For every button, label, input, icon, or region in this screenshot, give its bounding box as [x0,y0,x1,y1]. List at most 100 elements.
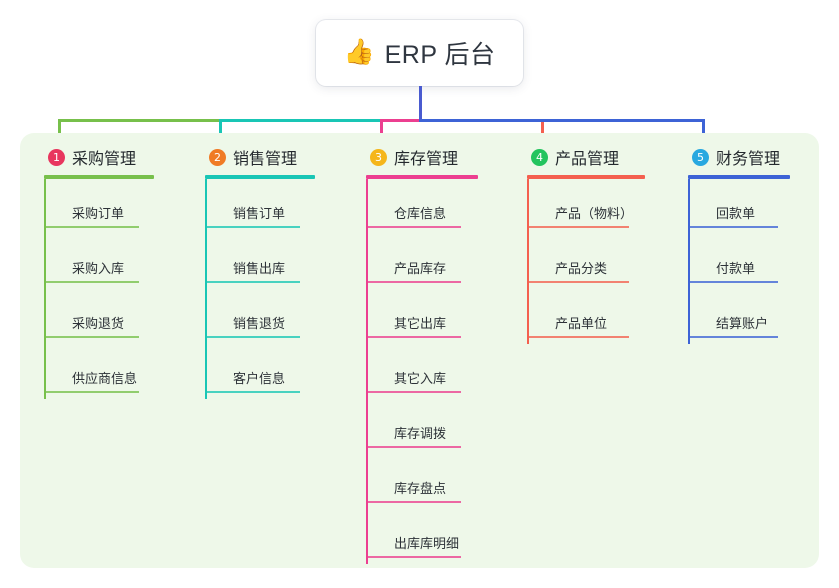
branch-item-label: 回款单 [716,206,756,221]
branch-item-rule [44,391,139,393]
branch-spine [688,179,690,344]
branches-panel [20,133,819,568]
branch-item[interactable]: 供应商信息 [44,344,154,399]
branch-item-rule [688,226,778,228]
branch-items-3: 仓库信息产品库存其它出库其它入库库存调拨库存盘点出库库明细 [366,179,478,564]
branch-item-label: 付款单 [716,261,756,276]
branch-item[interactable]: 付款单 [688,234,790,289]
branch-drop-4 [541,119,544,144]
branch-item[interactable]: 产品单位 [527,289,645,344]
branch-item-rule [366,336,461,338]
branch-item-rule [366,501,461,503]
branch-item-label: 其它入库 [394,371,447,386]
branch-item[interactable]: 销售出库 [205,234,315,289]
branch-header-1[interactable]: 1 采购管理 [44,144,154,170]
branch-item-rule [366,281,461,283]
branch-item[interactable]: 产品（物料） [527,179,645,234]
branch-header-5[interactable]: 5 财务管理 [688,144,790,170]
branch-item-rule [205,281,300,283]
branch-number-badge: 4 [531,148,548,166]
branch-items-4: 产品（物料） 产品分类产品单位 [527,179,645,344]
branch-title: 财务管理 [716,151,781,168]
branch-spine [366,179,368,564]
branch-title: 产品管理 [555,151,620,168]
branch-item[interactable]: 采购入库 [44,234,154,289]
branch-item[interactable]: 其它入库 [366,344,478,399]
branch-item-rule [44,336,139,338]
branch-item[interactable]: 客户信息 [205,344,315,399]
branch-item-rule [366,446,461,448]
branch-item-rule [366,226,461,228]
branch-item[interactable]: 库存调拨 [366,399,478,454]
branch-item[interactable]: 产品分类 [527,234,645,289]
branch-item[interactable]: 库存盘点 [366,454,478,509]
branch-item-rule [44,226,139,228]
branch-item-rule [366,556,461,558]
root-stem-connector [419,86,422,120]
branch-item-label: 产品分类 [555,261,608,276]
branch-items-2: 销售订单销售出库销售退货客户信息 [205,179,315,399]
branch-item[interactable]: 采购订单 [44,179,154,234]
branch-header-rule [205,175,315,179]
branch-item-label: 供应商信息 [72,371,138,386]
branch-item-label: 销售订单 [233,206,286,221]
branch-item-label: 产品（物料） [555,206,634,221]
branch-item-rule [527,281,629,283]
branch-header-rule [44,175,154,179]
branch-item-rule [44,281,139,283]
bus-segment-2 [219,119,380,122]
root-title: ERP 后台 [384,41,496,69]
branch-number-badge: 2 [209,148,226,166]
branch-drop-3 [380,119,383,144]
branch-item[interactable]: 采购退货 [44,289,154,344]
branch-item[interactable]: 仓库信息 [366,179,478,234]
branch-item[interactable]: 销售订单 [205,179,315,234]
branch-number-badge: 3 [370,148,387,166]
branch-item[interactable]: 销售退货 [205,289,315,344]
thumbs-up-icon: 👍 [343,37,375,66]
branch-spine [205,179,207,399]
branch-item[interactable]: 出库库明细 [366,509,478,564]
branch-item-label: 仓库信息 [394,206,447,221]
branch-item-rule [205,336,300,338]
branch-item-label: 采购退货 [72,316,125,331]
branch-drop-5 [702,119,705,144]
branch-drop-2 [219,119,222,144]
branch-item-rule [688,281,778,283]
branch-item[interactable]: 结算账户 [688,289,790,344]
branch-item-label: 产品库存 [394,261,447,276]
branch-item-rule [205,391,300,393]
branch-item-rule [527,336,629,338]
branch-number-badge: 5 [692,148,709,166]
branch-header-4[interactable]: 4 产品管理 [527,144,645,170]
branch-item-label: 结算账户 [716,316,769,331]
branch-items-5: 回款单付款单结算账户 [688,179,790,344]
branch-item-label: 采购入库 [72,261,125,276]
branch-spine [527,179,529,344]
branch-item-label: 销售出库 [233,261,286,276]
branch-column-5: 5 财务管理回款单付款单结算账户 [688,144,790,344]
branch-title: 采购管理 [72,151,137,168]
branch-column-1: 1 采购管理采购订单采购入库采购退货供应商信息 [44,144,154,399]
branch-drop-1 [58,119,61,144]
branch-item-rule [688,336,778,338]
branch-item-label: 库存盘点 [394,481,447,496]
branch-item[interactable]: 其它出库 [366,289,478,344]
branch-item-label: 采购订单 [72,206,125,221]
branch-item-label: 产品单位 [555,316,608,331]
branch-item-label: 库存调拨 [394,426,447,441]
root-node[interactable]: 👍 ERP 后台 [316,20,523,86]
branch-header-rule [527,175,645,179]
branch-header-rule [688,175,790,179]
branch-item[interactable]: 产品库存 [366,234,478,289]
branch-column-4: 4 产品管理产品（物料） 产品分类产品单位 [527,144,645,344]
branch-item[interactable]: 回款单 [688,179,790,234]
branch-item-label: 客户信息 [233,371,286,386]
branch-number-badge: 1 [48,148,65,166]
branch-item-label: 出库库明细 [394,536,460,551]
